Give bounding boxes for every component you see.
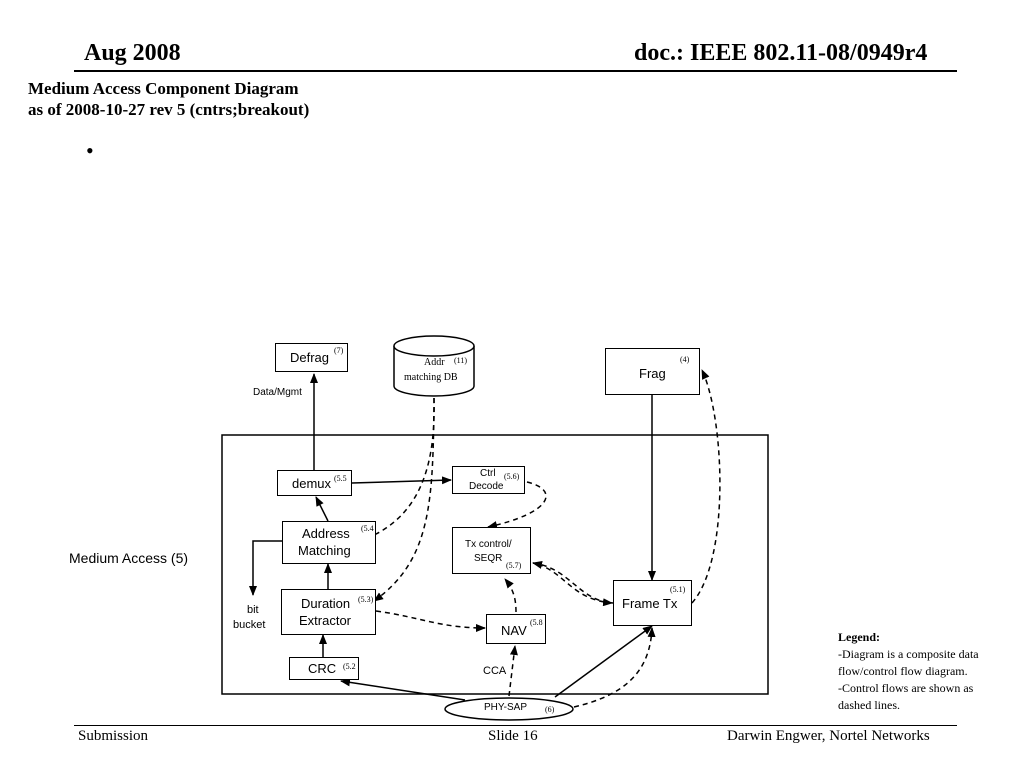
- phy-sap-label: PHY-SAP: [484, 702, 527, 713]
- footer-rule: [74, 725, 957, 726]
- frame-tx-label: Frame Tx: [622, 596, 678, 611]
- demux-to-ctrl-decode-arrow: [351, 476, 452, 485]
- nav-box: NAV (5.8: [486, 614, 546, 644]
- tx-control-number: (5.7): [506, 561, 522, 570]
- addr-db-label-line2: matching DB: [404, 372, 458, 383]
- tx-control-label-line1: Tx control/: [465, 539, 512, 550]
- frag-box: Frag (4): [605, 348, 700, 395]
- address-matching-box: Address Matching (5.4: [282, 521, 376, 564]
- defrag-number: (7): [334, 346, 344, 355]
- slide-title-line2: as of 2008-10-27 rev 5 (cntrs;breakout): [28, 100, 310, 119]
- address-matching-number: (5.4: [361, 524, 374, 533]
- addr-db-label-line1: Addr: [424, 357, 445, 368]
- frag-label: Frag: [639, 366, 666, 381]
- frag-number: (4): [680, 355, 690, 364]
- medium-access-boundary: [221, 434, 769, 695]
- frame-tx-to-frag-arrow: [691, 369, 721, 604]
- footer-author: Darwin Engwer, Nortel Networks: [727, 728, 930, 744]
- ctrl-decode-number: (5.6): [504, 472, 520, 481]
- demux-box: demux (5.5: [277, 470, 352, 496]
- address-matching-label-line2: Matching: [298, 543, 351, 558]
- header-rule: [74, 70, 957, 72]
- cca-label: CCA: [483, 665, 507, 677]
- footer-slide-number: Slide 16: [488, 728, 538, 744]
- nav-to-tx-control-arrow: [504, 578, 517, 613]
- duration-label-line2: Extractor: [299, 613, 352, 628]
- defrag-label: Defrag: [290, 350, 330, 365]
- data-mgmt-label: Data/Mgmt: [253, 387, 302, 398]
- address-matching-to-bit-bucket-arrow: [249, 540, 282, 596]
- duration-number: (5.3): [358, 595, 374, 604]
- legend-line1: -Diagram is a composite data: [838, 647, 979, 661]
- ctrl-decode-box: Ctrl (5.6) Decode: [452, 466, 525, 494]
- footer-submission: Submission: [78, 728, 149, 744]
- demux-label: demux: [292, 476, 332, 491]
- frame-tx-box: Frame Tx (5.1): [613, 580, 692, 626]
- slide-title-line1: Medium Access Component Diagram: [28, 79, 299, 98]
- nav-label: NAV: [501, 623, 527, 638]
- legend-title: Legend:: [838, 630, 880, 644]
- addr-db-to-address-matching-arrow: [356, 397, 435, 543]
- tx-control-box: Tx control/ SEQR (5.7): [452, 527, 531, 574]
- duration-label-line1: Duration: [301, 596, 351, 611]
- slide-title: Medium Access Component Diagram as of 20…: [28, 78, 309, 120]
- frame-tx-to-tx-control-arrow: [532, 561, 614, 604]
- phy-sap-number: (6): [545, 705, 555, 714]
- bit-bucket-label-line1: bit: [247, 604, 259, 616]
- phy-sap-to-crc-arrow: [340, 678, 466, 701]
- crc-label: CRC: [308, 661, 337, 676]
- addr-db-number: (11): [454, 356, 468, 365]
- legend-line4: dashed lines.: [838, 698, 900, 712]
- medium-access-label: Medium Access (5): [69, 550, 189, 566]
- demux-number: (5.5: [334, 474, 347, 483]
- legend: Legend: -Diagram is a composite data flo…: [838, 629, 979, 714]
- header-date: Aug 2008: [84, 40, 181, 66]
- legend-line2: flow/control flow diagram.: [838, 664, 968, 678]
- ctrl-decode-label-line1: Ctrl: [480, 468, 496, 479]
- tx-control-label-line2: SEQR: [474, 553, 503, 564]
- bullet: •: [86, 138, 94, 163]
- header-doc-id: doc.: IEEE 802.11-08/0949r4: [634, 40, 928, 66]
- addr-db-to-duration-arrow: [373, 397, 435, 602]
- ctrl-decode-to-tx-control-arrow: [487, 481, 547, 529]
- address-matching-to-demux-arrow: [315, 496, 329, 522]
- phy-sap-to-frame-tx-arrow: [573, 627, 656, 708]
- frame-tx-number: (5.1): [670, 585, 686, 594]
- bit-bucket-label-line2: bucket: [233, 619, 266, 631]
- phy-sap-to-nav-cca-arrow: [508, 645, 518, 697]
- crc-box: CRC (5.2: [289, 657, 359, 680]
- duration-to-nav-arrow: [375, 610, 486, 632]
- addr-db-cylinder-icon: [393, 335, 475, 397]
- crc-number: (5.2: [343, 662, 356, 671]
- defrag-box: Defrag (7): [275, 343, 348, 372]
- duration-extractor-box: Duration (5.3) Extractor: [281, 589, 376, 635]
- ctrl-decode-label-line2: Decode: [469, 481, 504, 492]
- frame-tx-to-phy-sap-arrow: [554, 625, 653, 698]
- phy-sap-ellipse: [444, 697, 574, 721]
- tx-control-to-frame-tx-arrow: [532, 562, 613, 607]
- address-matching-label-line1: Address: [302, 526, 350, 541]
- legend-line3: -Control flows are shown as: [838, 681, 974, 695]
- nav-number: (5.8: [530, 618, 543, 627]
